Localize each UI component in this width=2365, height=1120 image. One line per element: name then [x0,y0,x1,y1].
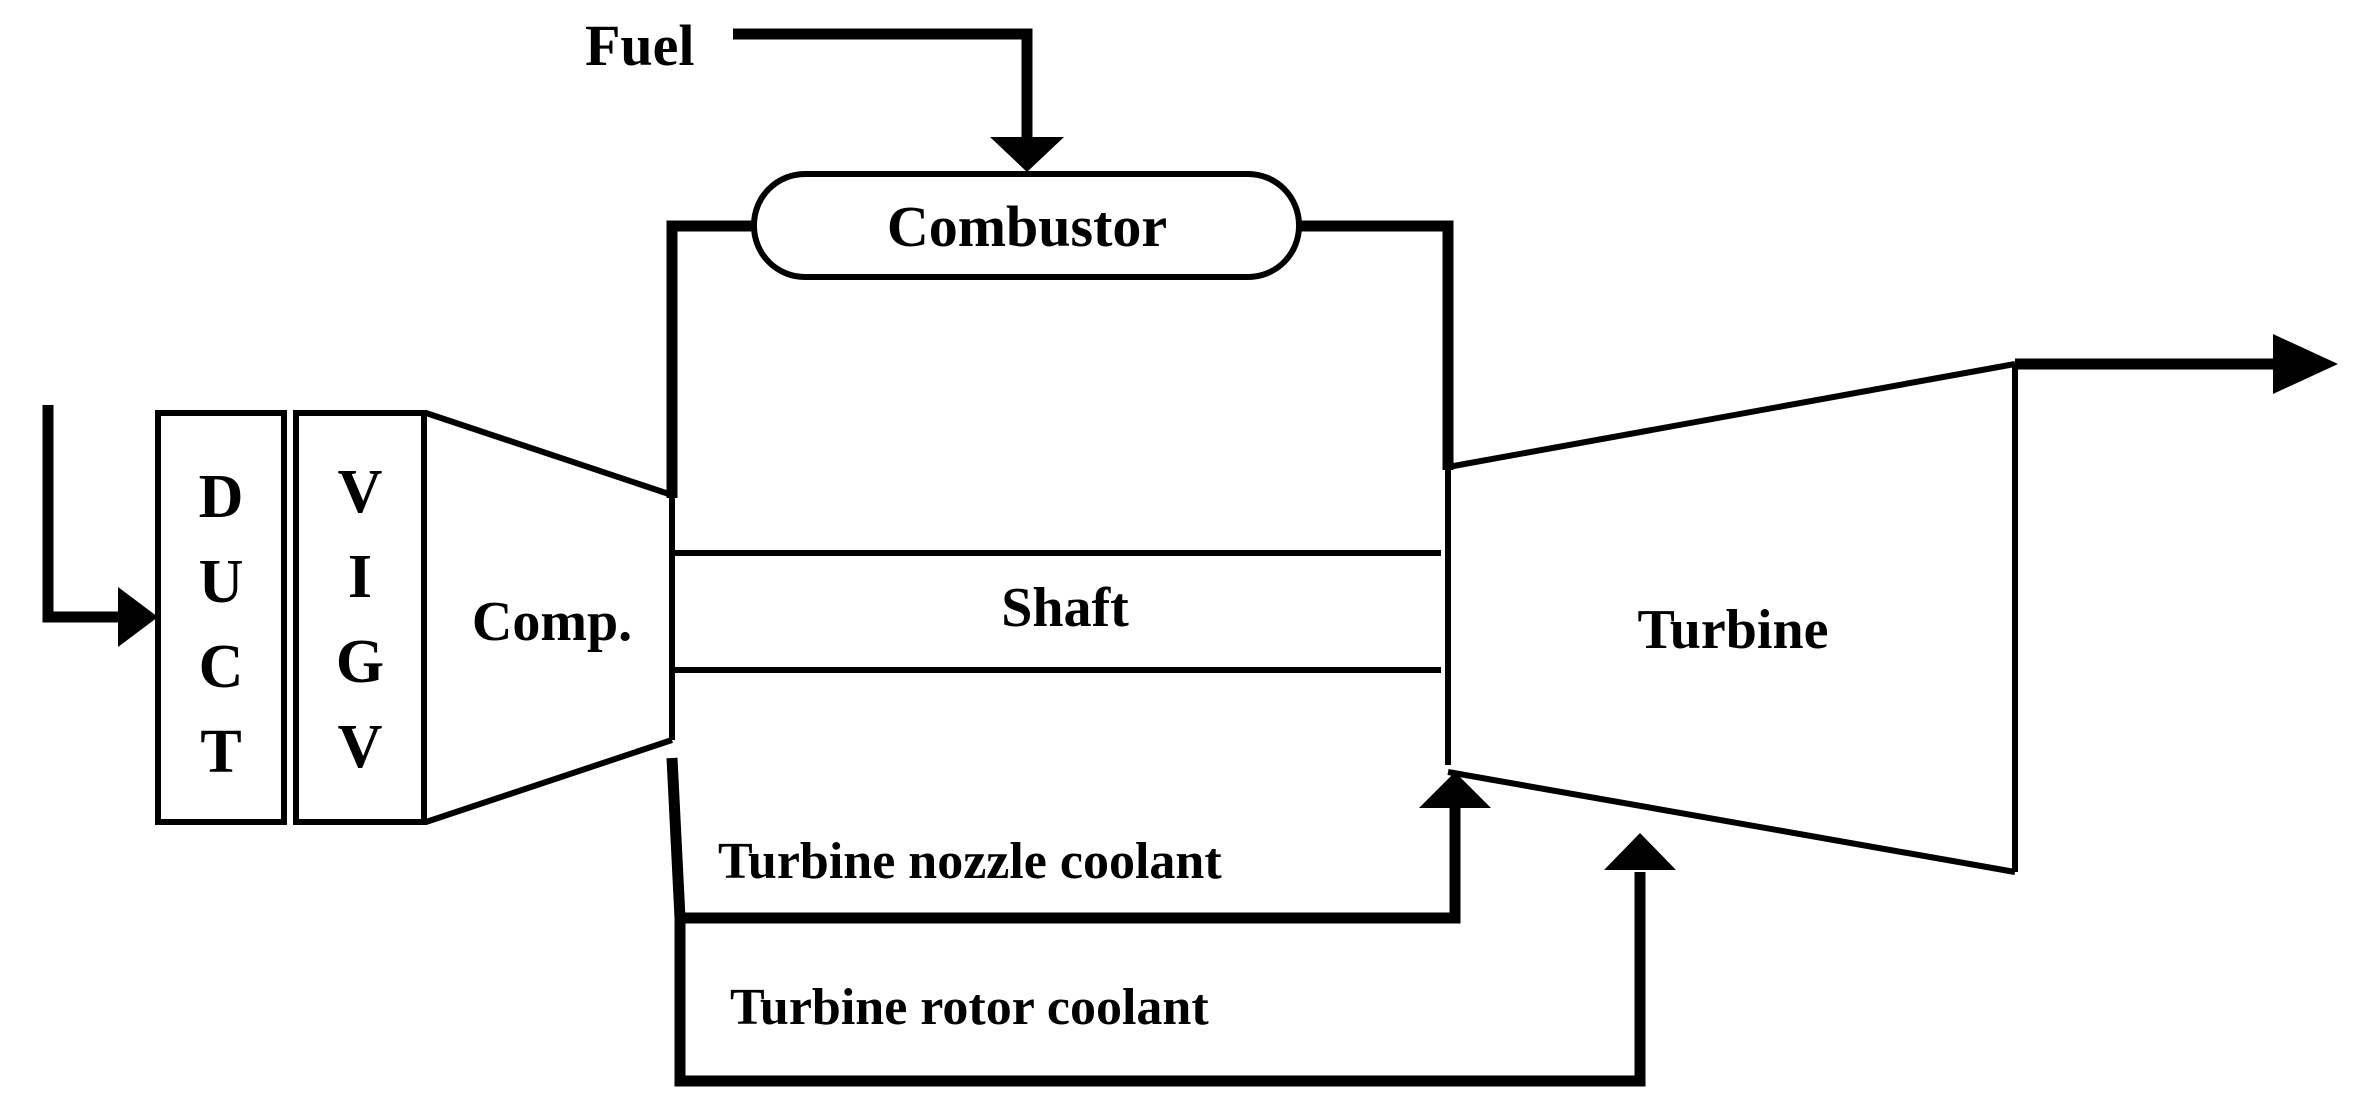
duct-letter-t: T [200,718,241,786]
shaft-label: Shaft [1001,577,1129,639]
turbine: Turbine [1447,361,2018,875]
fuel-label: Fuel [585,13,695,78]
shaft: Shaft [669,465,1451,765]
vigv-letter-g: G [336,628,384,696]
combustor: Combustor [751,171,1302,280]
vigv-box: V I G V [293,410,427,825]
exhaust-arrow [2015,334,2338,394]
fuel-line: Fuel [585,13,1064,172]
nozzle-coolant-label: Turbine nozzle coolant [718,833,1222,890]
turbine-label: Turbine [1638,599,1829,661]
compressor: Comp. [425,410,673,825]
vigv-letter-v2: V [338,713,383,781]
duct-box: D U C T [155,410,287,825]
vigv-letter-i: I [348,543,372,611]
rotor-coolant-line: Turbine rotor coolant [674,833,1676,1087]
combustor-to-turbine-line [1299,220,1454,470]
duct-letter-u: U [199,548,244,616]
compressor-label: Comp. [472,591,632,653]
compressor-to-combustor-line [666,220,754,498]
inlet-air-arrow [42,405,158,647]
rotor-coolant-label: Turbine rotor coolant [730,979,1209,1036]
duct-letter-d: D [199,463,244,531]
duct-letter-c: C [199,633,244,701]
combustor-label: Combustor [887,194,1167,259]
nozzle-coolant-line: Turbine nozzle coolant [666,757,1491,924]
vigv-letter-v1: V [338,458,383,526]
